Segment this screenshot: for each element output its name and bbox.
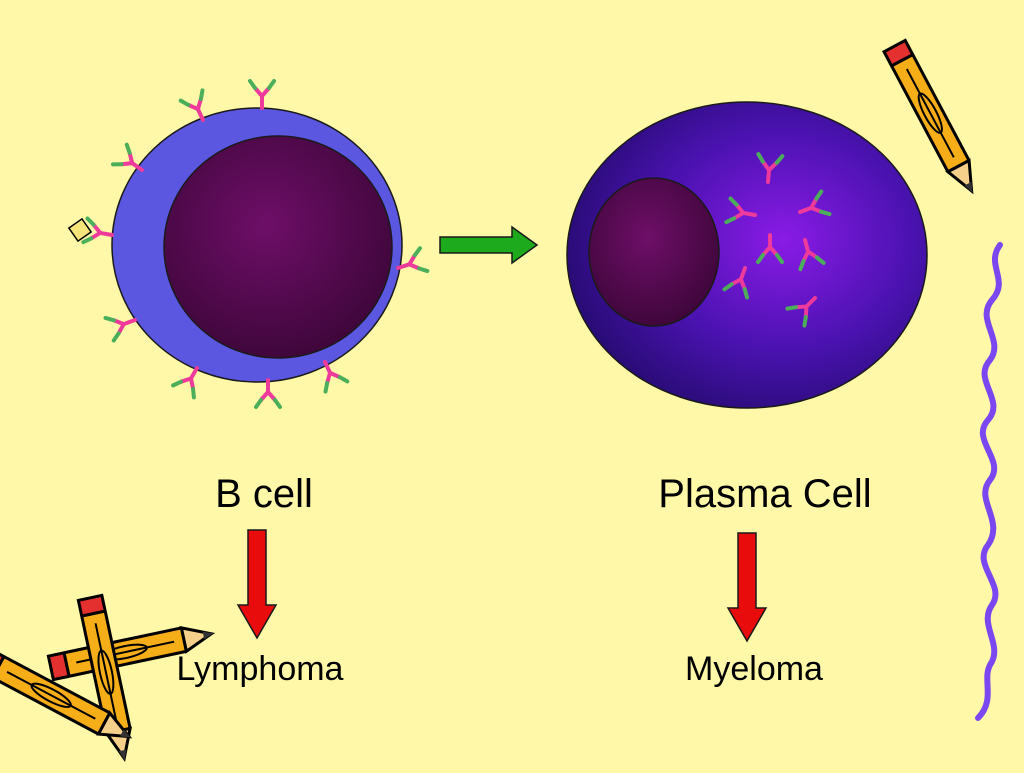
arrow-down-icon: [726, 532, 768, 643]
myeloma-label: Myeloma: [685, 650, 823, 688]
b-cell-label: B cell: [215, 472, 313, 516]
plasma-cell-nucleus: [588, 177, 720, 327]
b-cell-antibodies: [67, 79, 430, 409]
plasma-cell-label: Plasma Cell: [658, 472, 872, 516]
lymphoma-label: Lymphoma: [176, 650, 344, 688]
b-cell-nucleus: [163, 135, 393, 359]
antibody-icon: [248, 79, 276, 110]
plasma-cell: [566, 101, 928, 409]
squiggle-decoration: [975, 242, 1003, 721]
arrow-right-icon: [439, 225, 539, 265]
antibody-icon: [254, 378, 282, 409]
b-cell: [111, 107, 403, 383]
arrow-down-icon: [236, 529, 278, 640]
antigen-icon: [67, 217, 93, 243]
